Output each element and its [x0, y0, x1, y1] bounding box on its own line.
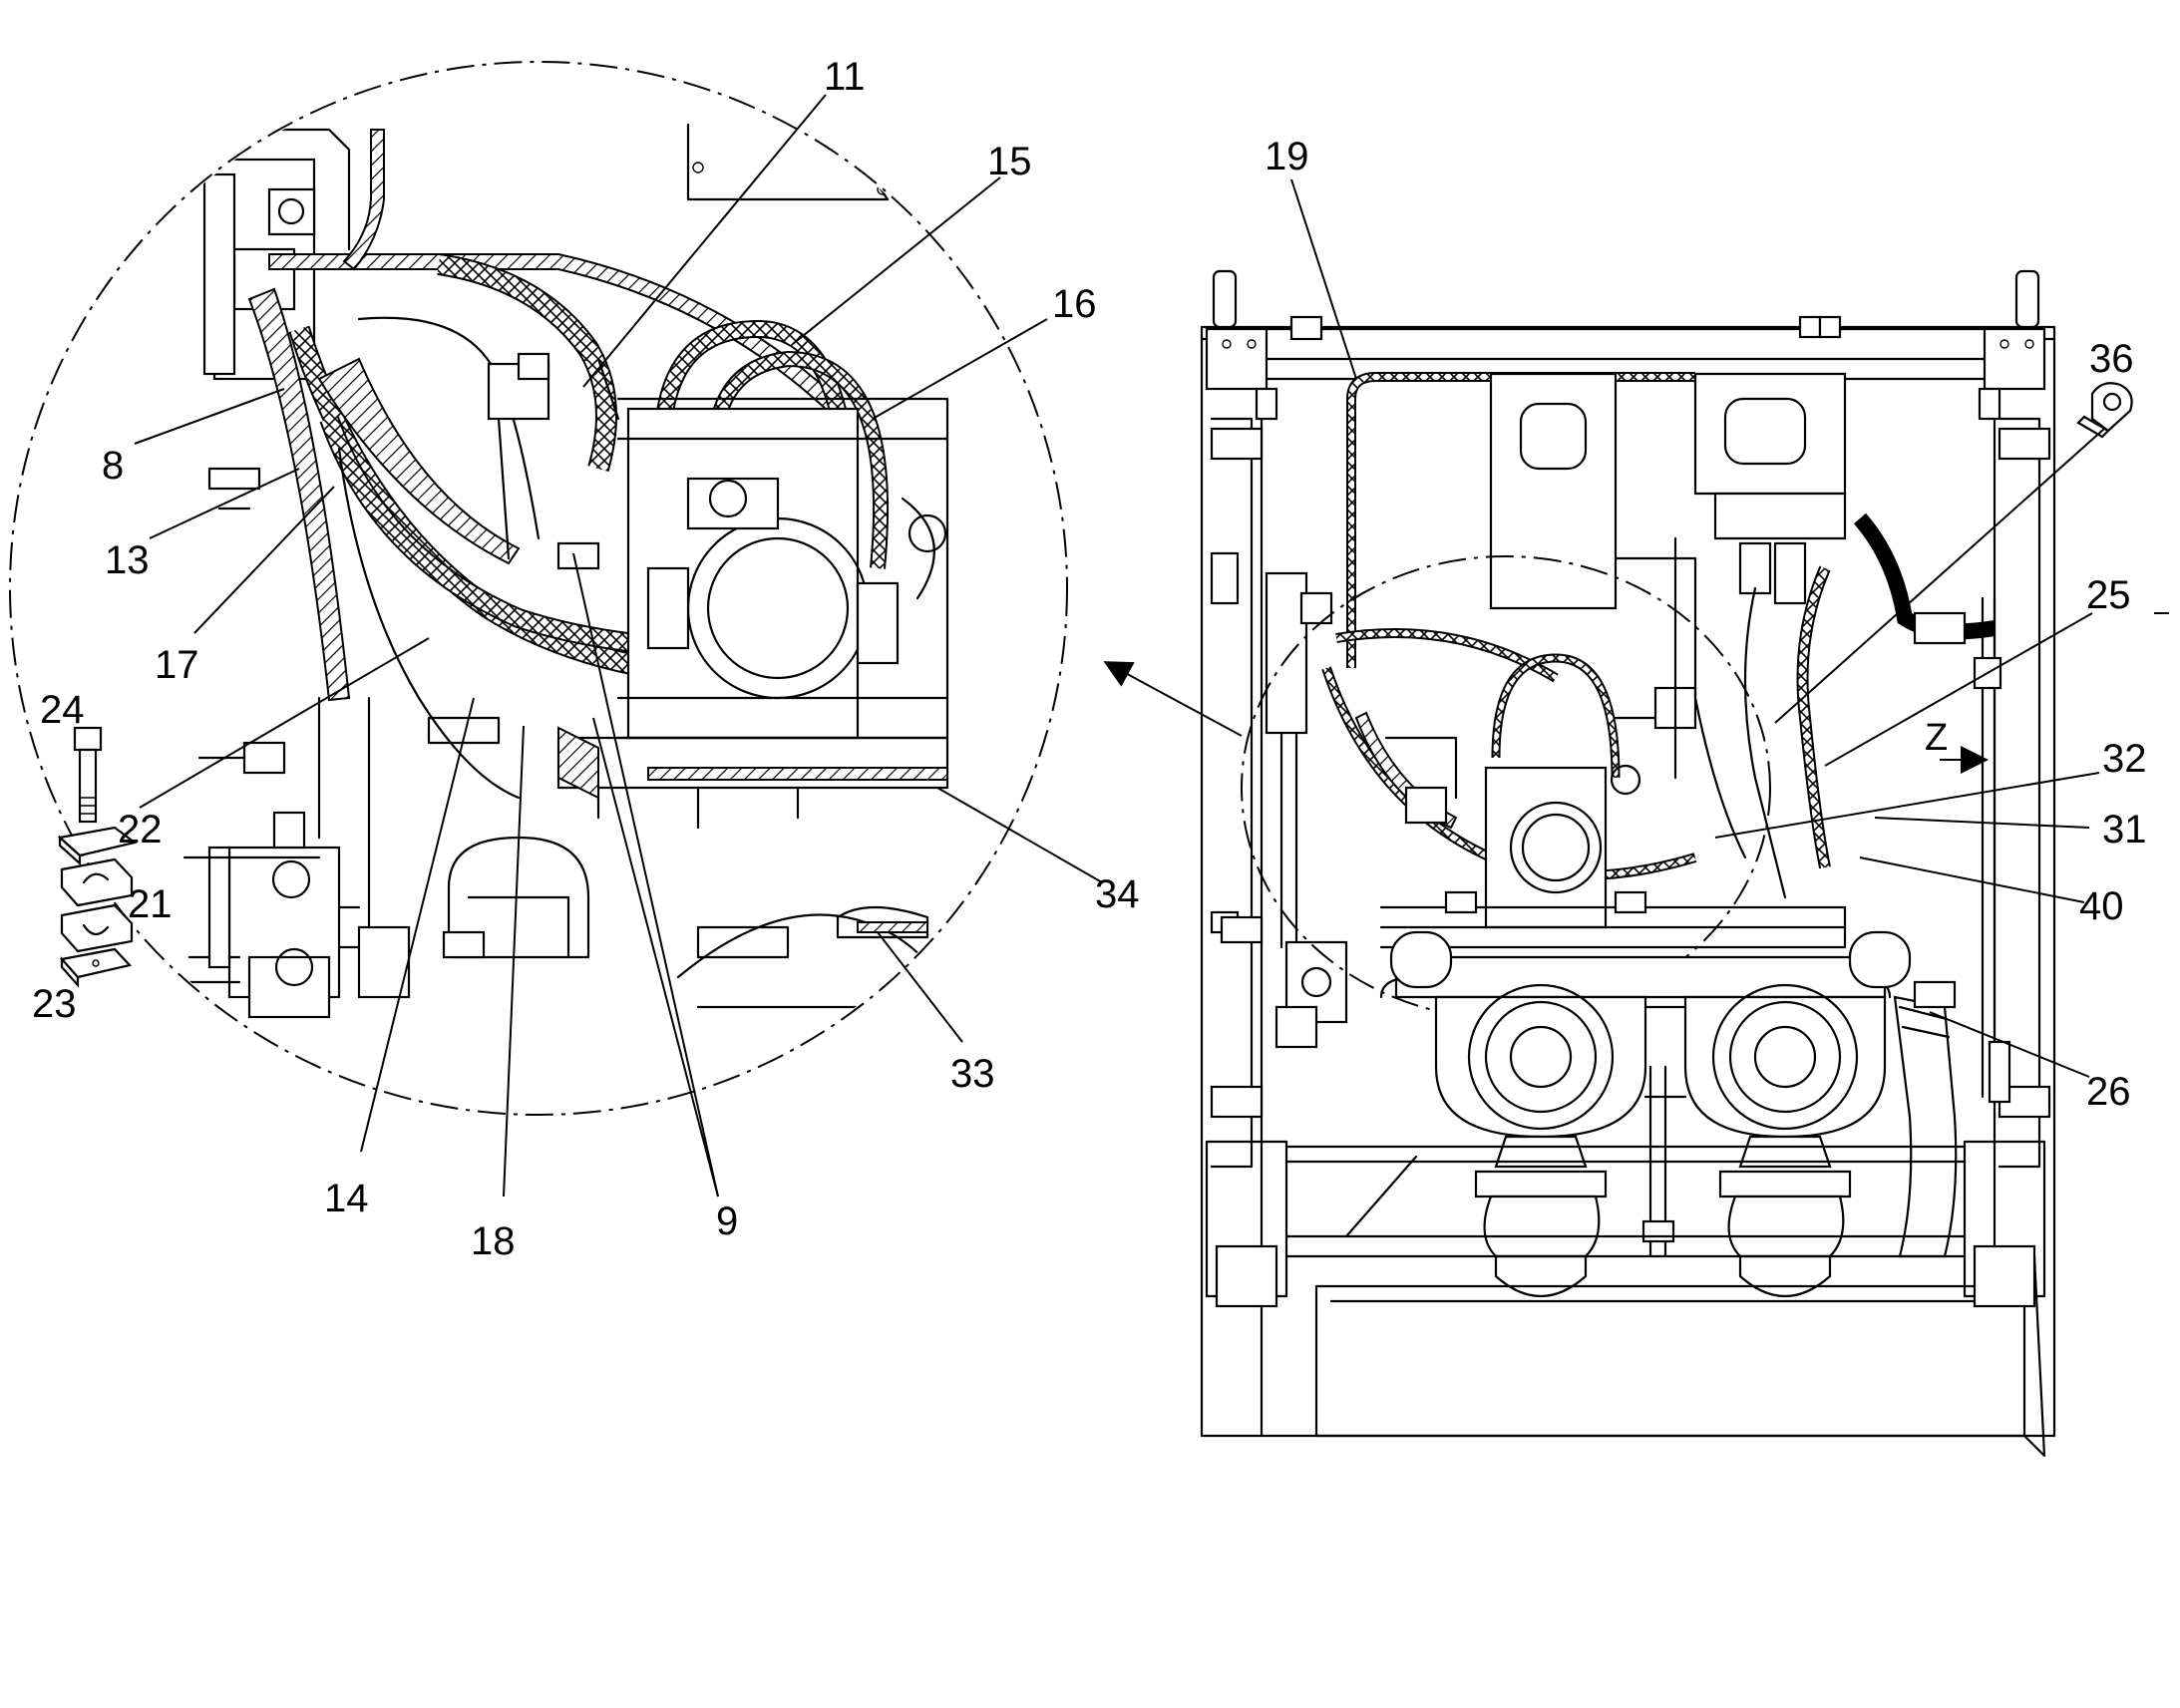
panel-right — [1693, 372, 1847, 496]
callout-9: 9 — [716, 1199, 738, 1243]
twin-pump-assembly — [1379, 930, 1912, 1297]
leader-lines — [134, 94, 2105, 1197]
detail-circle — [9, 61, 1068, 1116]
main-view — [1200, 269, 2169, 1458]
callout-21: 21 — [128, 882, 173, 926]
callout-19: 19 — [1265, 135, 1309, 178]
callout-25: 25 — [2086, 573, 2131, 617]
callout-15: 15 — [987, 140, 1032, 183]
right-post — [2014, 269, 2040, 329]
mini-pump — [1484, 766, 1608, 929]
callout-31: 31 — [2102, 808, 2147, 852]
callout-17: 17 — [155, 643, 199, 687]
callout-36: 36 — [2089, 337, 2134, 381]
clip-part — [2076, 382, 2133, 439]
callout-24: 24 — [40, 688, 85, 732]
callout-33: 33 — [950, 1052, 995, 1096]
view-z-label: Z — [1925, 717, 1948, 759]
callout-40: 40 — [2079, 884, 2124, 928]
callout-11: 11 — [824, 55, 866, 99]
callout-18: 18 — [471, 1219, 516, 1263]
callout-34: 34 — [1095, 872, 1140, 916]
panel-left — [1489, 372, 1618, 610]
callout-8: 8 — [102, 444, 124, 488]
callout-16: 16 — [1052, 282, 1097, 326]
callout-22: 22 — [118, 808, 163, 852]
callout-13: 13 — [105, 538, 150, 582]
detail-contents — [182, 118, 949, 1019]
left-post — [1212, 269, 1238, 329]
pump-right — [1683, 995, 1887, 1139]
callout-14: 14 — [324, 1177, 369, 1220]
pump-left — [1434, 995, 1647, 1139]
clamp-exploded-parts — [57, 726, 138, 988]
callout-labels: 11 15 16 8 13 17 24 22 21 23 14 18 9 33 … — [32, 55, 2147, 1263]
callout-23: 23 — [32, 982, 77, 1026]
clamp-half-upper — [60, 857, 134, 907]
detail-view — [9, 61, 1068, 1116]
callout-32: 32 — [2102, 737, 2147, 781]
clamp-half-lower — [60, 903, 134, 953]
bolt-shank — [78, 748, 98, 824]
main-valve-block — [1265, 571, 1308, 735]
detail-arrow — [1103, 661, 1243, 737]
callout-26: 26 — [2086, 1070, 2131, 1114]
machine-frame — [1200, 325, 2056, 1438]
